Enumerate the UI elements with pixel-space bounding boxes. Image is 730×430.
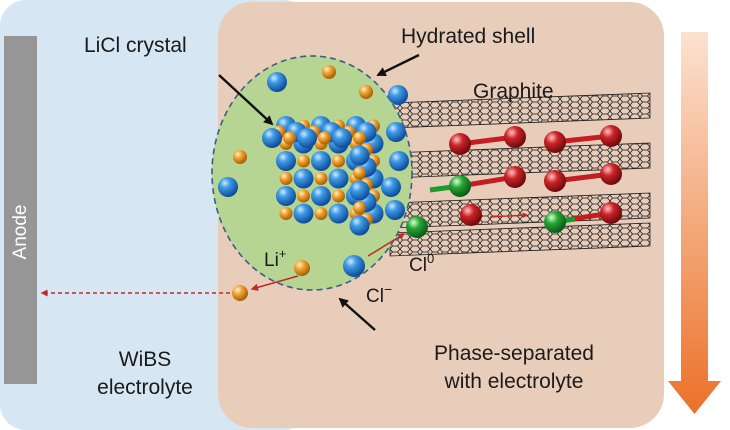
phase-separated-label-line2: with electrolyte [444, 370, 584, 393]
crystal-cl-sphere [332, 128, 352, 148]
chloride-ion-sphere [343, 255, 365, 277]
crystal-li-sphere [353, 166, 366, 180]
crystal-cl-sphere [349, 180, 370, 201]
crystal-li-sphere [353, 201, 366, 215]
crystal-cl-sphere [297, 128, 317, 148]
crystal-cl-sphere [349, 145, 370, 166]
cl0-sphere [406, 216, 428, 238]
crystal-li-sphere [283, 131, 296, 145]
licl-crystal [262, 116, 384, 236]
crystal-li-sphere [279, 172, 293, 185]
crystal-cl-sphere [293, 168, 314, 189]
crystal-li-sphere [353, 131, 366, 145]
crystal-cl-sphere [328, 168, 349, 189]
hydrated-shell-label: Hydrated shell [401, 25, 535, 48]
shell-pointer-arrow [376, 53, 420, 77]
crystal-cl-sphere [262, 128, 282, 148]
cl0-sphere [449, 175, 471, 197]
crystal-li-sphere [332, 189, 345, 203]
crystal-li-sphere [318, 131, 331, 145]
cl0-label: Cl0 [409, 251, 434, 276]
migrating-li-ion [232, 285, 248, 301]
hydrated-shell [211, 55, 413, 291]
crystal-li-sphere [314, 207, 328, 220]
anode-label: Anode [10, 205, 31, 260]
chloride-label: Cl− [366, 281, 392, 307]
cl0-sphere [544, 211, 566, 233]
graphite-label: Graphite [473, 80, 554, 103]
crystal-li-sphere [314, 172, 328, 185]
licl-crystal-label: LiCl crystal [84, 34, 187, 57]
chloride-pointer-arrow [338, 297, 376, 331]
li-ion-label: Li+ [264, 246, 286, 271]
crystal-cl-sphere [328, 203, 349, 224]
free-ions [218, 65, 428, 277]
wibs-label-line2: electrolyte [97, 376, 193, 399]
crystal-cl-sphere [311, 186, 331, 206]
crystal-cl-sphere [311, 151, 331, 171]
crystal-cl-sphere [349, 215, 370, 236]
anode-bar [4, 36, 37, 384]
li-ion-sphere [294, 260, 310, 276]
intercalated-chlorine [429, 125, 622, 233]
crystal-li-sphere [332, 154, 345, 168]
crystal-li-sphere [297, 189, 310, 203]
phase-separated-label-line1: Phase-separated [434, 342, 594, 365]
crystal-cl-sphere [276, 151, 296, 171]
li-migration-arrow [250, 275, 299, 291]
crystal-cl-sphere [293, 203, 314, 224]
crystal-cl-sphere [276, 186, 296, 206]
crystal-pointer-arrow [218, 74, 274, 126]
crystal-li-sphere [297, 154, 310, 168]
crystal-li-sphere [279, 207, 293, 220]
wibs-label-line1: WiBS [119, 348, 172, 371]
cl-oxidation-arrow [367, 233, 406, 257]
down-arrow-icon [668, 32, 721, 414]
